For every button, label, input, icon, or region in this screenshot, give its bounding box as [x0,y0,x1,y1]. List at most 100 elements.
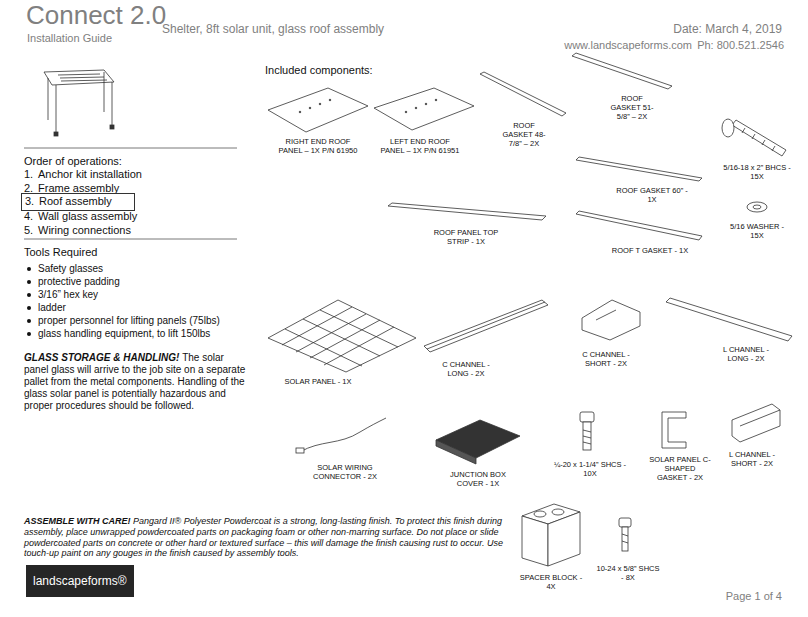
tool-item: Safety glasses [38,262,103,275]
tool-item: glass handling equipment, to lift 150lbs [38,327,210,340]
part-label-block: ROOF PANEL TOP STRIP - 1X [430,228,502,246]
part-label-block: LEFT END ROOF PANEL – 1X P/N 61951 [380,137,460,155]
washer [747,202,767,212]
step-number: 5. [24,224,33,236]
warning-heading: ASSEMBLE WITH CARE! [24,516,131,526]
bullet [27,319,31,323]
part-label: ROOF GASKET 48-7/8” – 2X [502,121,545,148]
part-label-block: L CHANNEL -LONG - 2X [718,345,774,363]
step-number: 4. [24,210,33,222]
step-number-block: 1. [24,168,38,181]
part-label: L CHANNEL -LONG - 2X [723,345,769,363]
part-label: ROOF PANEL TOP STRIP - 1X [434,228,499,246]
part-label: ¼-20 x 1-1/4” SHCS - 10X [554,460,626,478]
part-label-block: C CHANNEL - SHORT - 2X [579,350,633,368]
part-label: LEFT END ROOF PANEL – 1X P/N 61951 [381,137,460,155]
list-row: proper personnel for lifting panels (75l… [26,314,240,327]
part-label: SOLAR PANEL C-SHAPED GASKET - 2X [649,455,710,482]
page-number: Page 1 of 4 [726,590,782,602]
date-block: Date: March 4, 2019 [562,22,782,36]
bullet [27,267,31,271]
spacer-block [522,504,580,566]
step-number: 1. [24,168,33,180]
roof-panel [268,88,474,132]
subtitle: Shelter, 8ft solar unit, glass roof asse… [162,22,384,36]
phone-block: Ph: 800.521.2546 [694,39,784,52]
section-heading-block: Tools Required [24,246,224,259]
part-label-block: SOLAR PANEL - 1X [283,377,353,386]
section-heading: Order of operations: [24,155,122,167]
step-text: Wall glass assembly [38,210,137,222]
phone: Ph: 800.521.2546 [697,39,784,51]
tool-item: 3/16” hex key [38,288,98,301]
part-label-block: ¼-20 x 1-1/4” SHCS - 10X [548,460,632,478]
part-label: 10-24 x 5/8” SHCS - 8X [597,564,660,582]
list-row: Safety glasses [26,262,240,275]
list-row: 3/16” hex key [26,288,240,301]
bullet [27,280,31,284]
subtitle-block: Shelter, 8ft solar unit, glass roof asse… [162,22,422,36]
screw [580,412,631,551]
section-heading: Included components: [265,64,373,76]
shelter-icon [44,70,114,136]
tool-item: protective padding [38,275,120,288]
bullet [27,293,31,297]
separator [24,148,237,149]
logo-box: landscapeforms® [26,565,134,597]
part-label: RIGHT END ROOF PANEL – 1X P/N 61950 [279,137,358,155]
wire [296,418,386,453]
solar-panel [268,300,416,372]
part-label: 5/16 WASHER - 15X [730,222,784,240]
part-label-block: ROOF GASKET 60” - 1X [612,186,692,204]
bolt [722,119,786,156]
part-label: ROOF GASKET 60” - 1X [616,186,688,204]
warning-heading-block: GLASS STORAGE & HANDLING!The solar panel… [24,352,246,412]
part-label: SOLAR WIRING CONNECTOR - 2X [313,463,377,481]
separator [24,239,237,240]
page-number-block: Page 1 of 4 [682,590,782,603]
subtitle: Installation Guide [27,32,112,44]
part-label: ROOF GASKET 51-5/8” – 2X [610,94,653,121]
list-row: protective padding [26,275,240,288]
part-label-block: SPACER BLOCK - 4X [519,573,583,591]
step-number-block: 5. [24,224,38,237]
date: Date: March 4, 2019 [673,22,782,36]
list-row: glass handling equipment, to lift 150lbs [26,327,240,340]
page-title: Connect 2.0 [26,0,166,31]
logo-text: landscapeforms® [33,574,127,588]
step-text: Roof assembly [39,195,112,208]
list-row: ladder [26,301,240,314]
tool-list: Safety glassesprotective padding3/16” he… [26,262,240,340]
tool-item: ladder [38,301,66,314]
step-number-block: 4. [24,210,38,223]
part-label-block: ROOF GASKET 48-7/8” – 2X [499,121,549,148]
part-label: SPACER BLOCK - 4X [520,573,582,591]
junction-box [436,420,520,464]
part-label: ROOF T GASKET - 1X [612,246,688,255]
part-label-block: JUNCTION BOX COVER - 1X [436,470,520,488]
part-label: SOLAR PANEL - 1X [284,377,351,386]
website: www.landscapeforms.com [564,39,692,51]
part-label: 5/16-18 x 2” BHCS - 15X [723,163,791,181]
bullet [27,332,31,336]
warning-heading: GLASS STORAGE & HANDLING! [24,352,179,363]
part-label: C CHANNEL - SHORT - 2X [582,350,630,368]
part-label-block: SOLAR PANEL C-SHAPED GASKET - 2X [649,455,711,482]
step-text: Anchor kit installation [38,168,142,180]
part-label-block: RIGHT END ROOF PANEL – 1X P/N 61950 [278,137,358,155]
step-text-block: Wall glass assembly [38,210,228,223]
part-label-block: 5/16 WASHER - 15X [727,222,787,240]
step-number: 3. [25,195,34,208]
part-label-block: C CHANNEL - LONG - 2X [441,360,491,378]
part-label-block: 10-24 x 5/8” SHCS - 8X [596,564,660,582]
part-label-block: L CHANNEL - SHORT - 2X [726,450,778,468]
part-label: JUNCTION BOX COVER - 1X [450,470,506,488]
part-label: L CHANNEL - SHORT - 2X [729,450,775,468]
section-heading-block: Order of operations: [24,155,234,168]
step-text-block: Anchor kit installation [38,168,228,181]
part-label-block: ROOF GASKET 51-5/8” – 2X [607,94,657,121]
step-text-block: Wiring connections [38,224,228,237]
warning-heading-block: ASSEMBLE WITH CARE!Pangard II® Polyester… [24,516,512,559]
step-text: Wiring connections [38,224,131,236]
part-label-block: 5/16-18 x 2” BHCS - 15X [722,163,792,181]
